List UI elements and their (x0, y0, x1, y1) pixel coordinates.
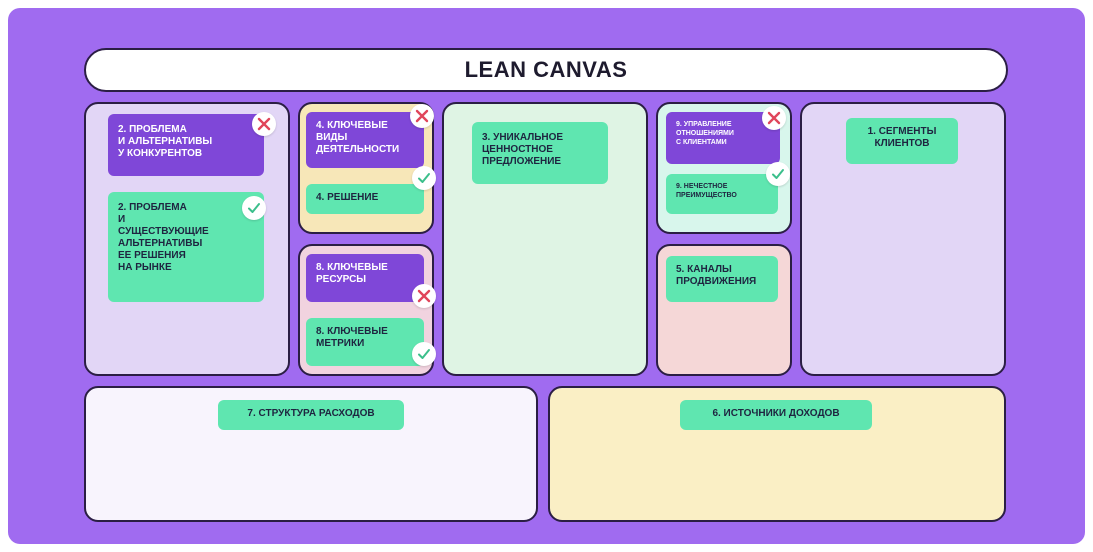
problem-market-label: 2. ПРОБЛЕМА И СУЩЕСТВУЮЩИЕ АЛЬТЕРНАТИВЫ … (108, 192, 264, 302)
cross-icon (412, 284, 436, 308)
canvas-title: LEAN CANVAS (464, 57, 628, 82)
solution-label: 4. РЕШЕНИЕ (306, 184, 424, 214)
problem-competitors-label: 2. ПРОБЛЕМА И АЛЬТЕРНАТИВЫ У КОНКУРЕНТОВ (108, 114, 264, 176)
costs-label: 7. СТРУКТУРА РАСХОДОВ (218, 400, 404, 430)
key-activities-label: 4. КЛЮЧЕВЫЕ ВИДЫ ДЕЯТЕЛЬНОСТИ (306, 112, 424, 168)
uvp-label: 3. УНИКАЛЬНОЕ ЦЕННОСТНОЕ ПРЕДЛОЖЕНИЕ (472, 122, 608, 184)
relationships-label: 9. УПРАВЛЕНИЕ ОТНОШЕНИЯМИ С КЛИЕНТАМИ (666, 112, 780, 164)
check-icon (242, 196, 266, 220)
channels-label: 5. КАНАЛЫ ПРОДВИЖЕНИЯ (666, 256, 778, 302)
cross-icon (410, 104, 434, 128)
cross-icon (762, 106, 786, 130)
key-metrics-label: 8. КЛЮЧЕВЫЕ МЕТРИКИ (306, 318, 424, 366)
check-icon (412, 342, 436, 366)
canvas-title-bar: LEAN CANVAS (84, 48, 1008, 92)
cross-icon (252, 112, 276, 136)
advantage-label: 9. НЕЧЕСТНОЕ ПРЕИМУЩЕСТВО (666, 174, 778, 214)
check-icon (766, 162, 790, 186)
revenue-label: 6. ИСТОЧНИКИ ДОХОДОВ (680, 400, 872, 430)
key-resources-label: 8. КЛЮЧЕВЫЕ РЕСУРСЫ (306, 254, 424, 302)
segments-label: 1. СЕГМЕНТЫ КЛИЕНТОВ (846, 118, 958, 164)
check-icon (412, 166, 436, 190)
